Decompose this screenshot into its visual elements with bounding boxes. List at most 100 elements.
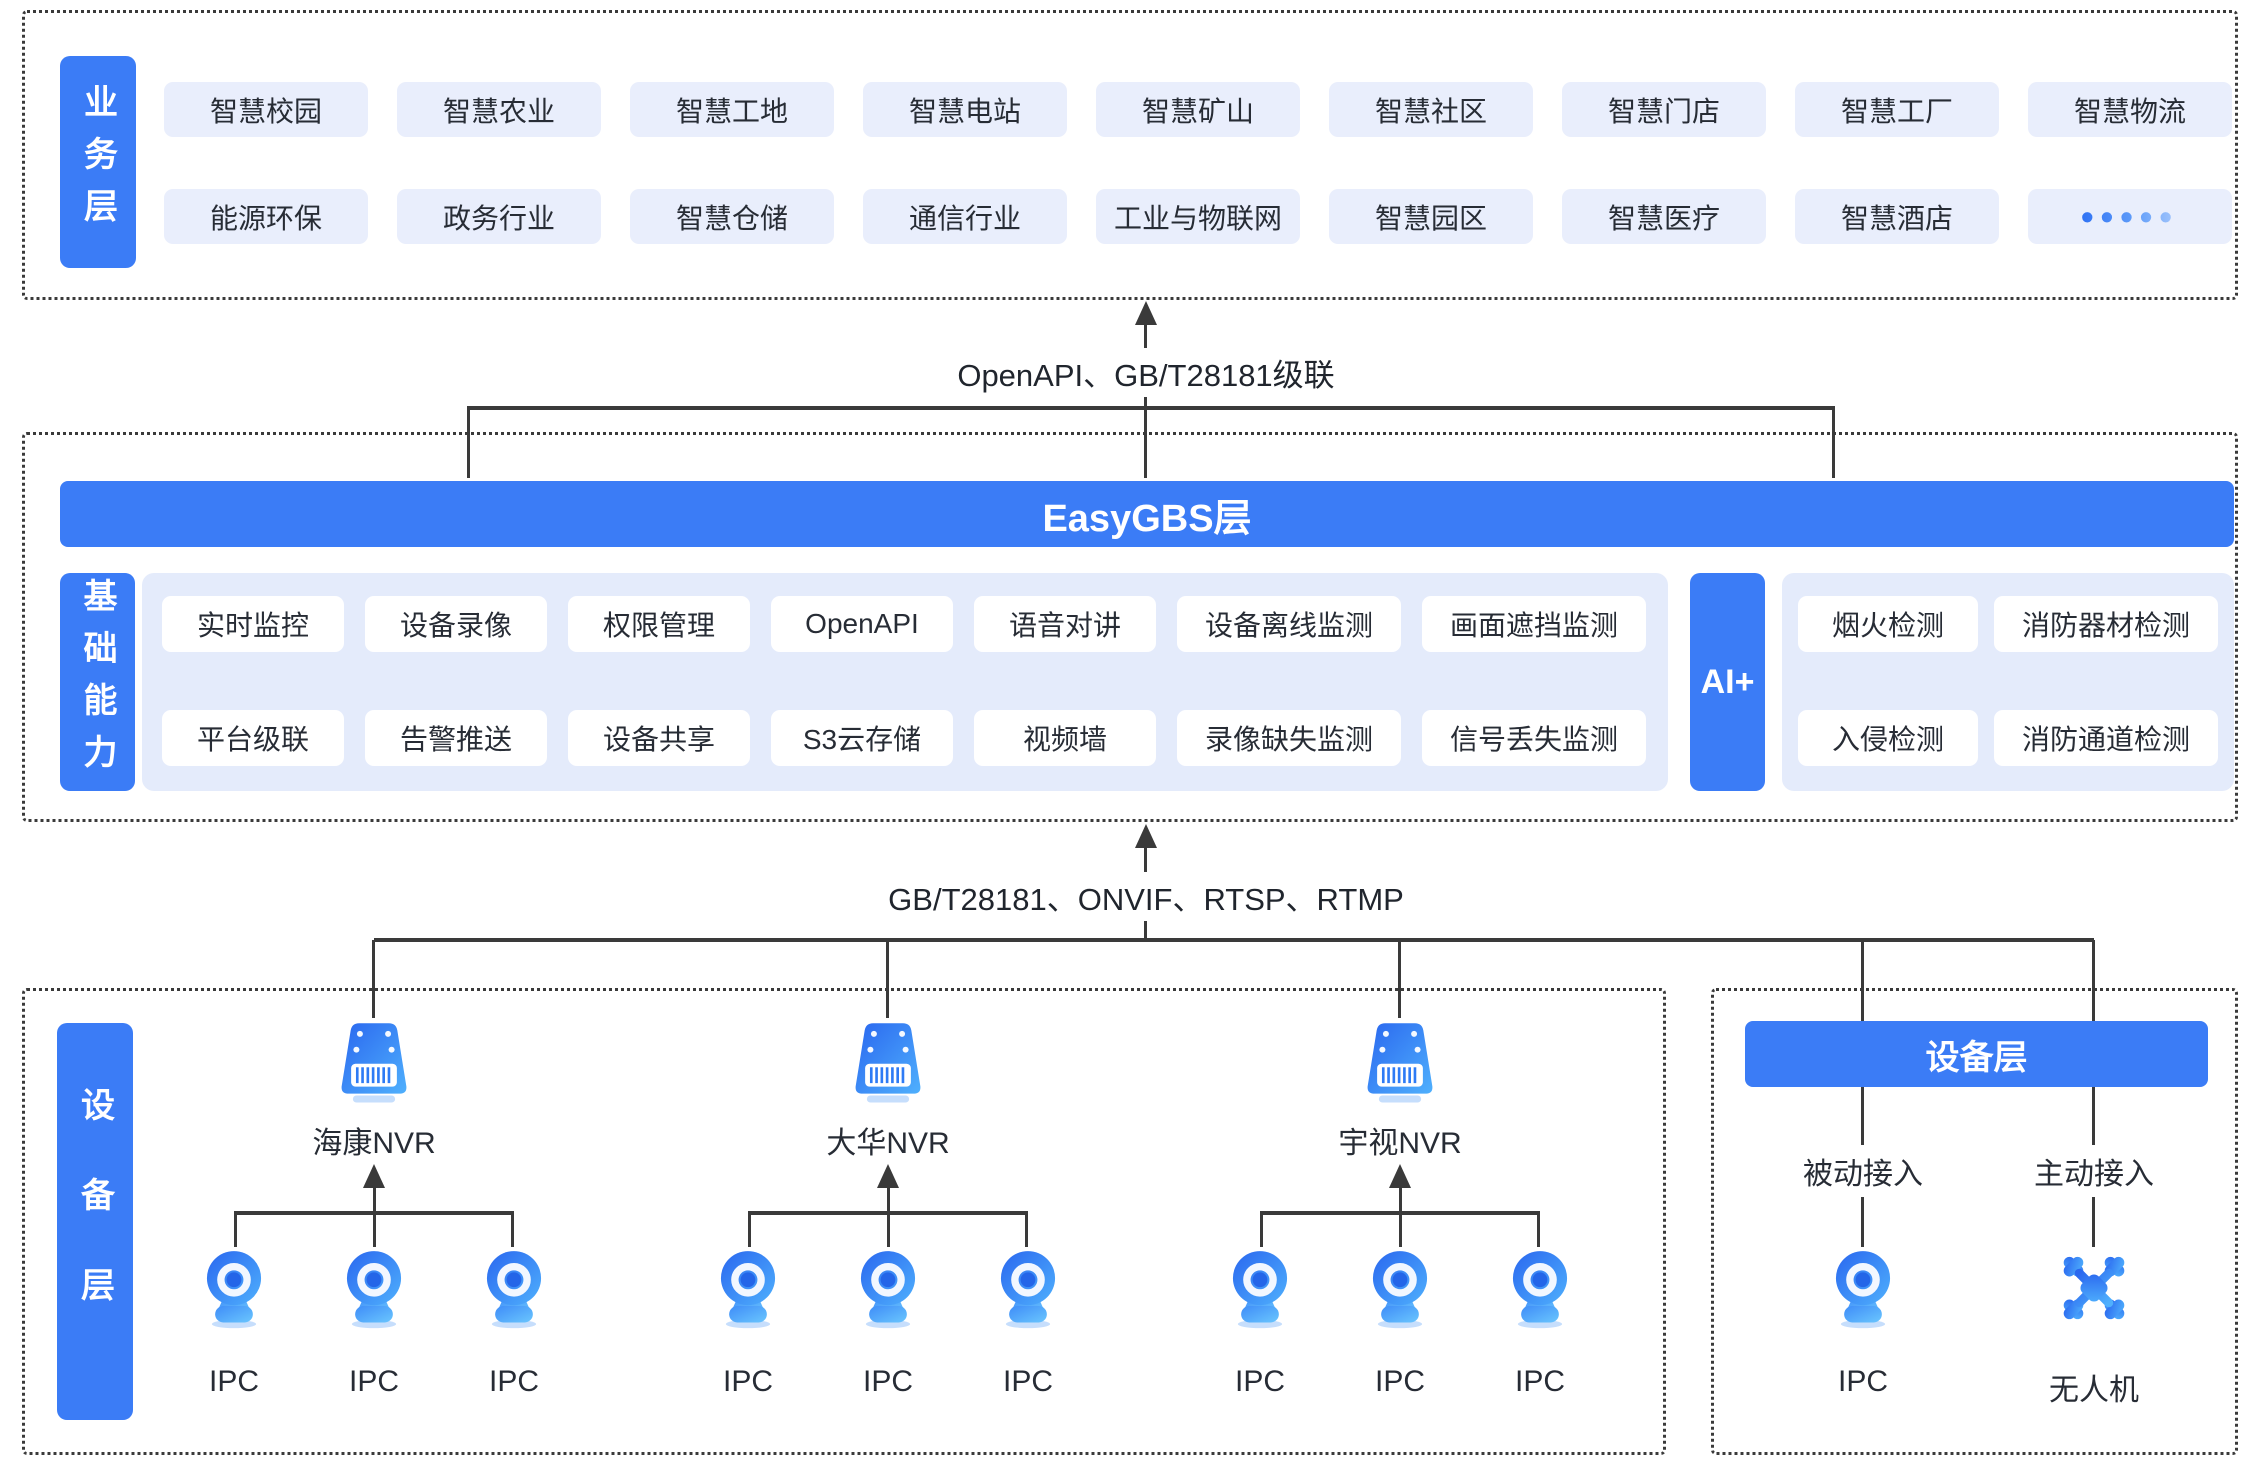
base-capability-container: 实时监控 设备录像 权限管理 OpenAPI 语音对讲 设备离线监测 画面遮挡监…	[142, 573, 1668, 791]
nvr-name: 宇视NVR	[1338, 1127, 1462, 1160]
capability-tile: 语音对讲	[974, 596, 1156, 652]
ipc-label: IPC	[1002, 1365, 1054, 1398]
link-protocol-bottom: GB/T28181、ONVIF、RTSP、RTMP	[870, 872, 1422, 921]
business-tile: 智慧园区	[1329, 189, 1533, 244]
business-layer-label: 业务层	[60, 56, 136, 268]
business-tile: 工业与物联网	[1096, 189, 1300, 244]
nvr-device-icon	[844, 1018, 932, 1106]
capability-tile: 实时监控	[162, 596, 344, 652]
nvr-center-line	[373, 1186, 376, 1247]
capability-row-1: 实时监控 设备录像 权限管理 OpenAPI 语音对讲 设备离线监测 画面遮挡监…	[162, 596, 1648, 652]
connector-line	[1144, 322, 1147, 478]
business-tile-more: •••••	[2028, 189, 2232, 244]
ipc-camera-icon	[1359, 1247, 1441, 1329]
easygbs-layer-box: EasyGBS层 基础能力 实时监控 设备录像 权限管理 OpenAPI 语音对…	[22, 432, 2238, 822]
device-layer-label: 设备层	[57, 1023, 133, 1420]
ipc-bracket	[234, 1211, 514, 1247]
ipc-camera-icon	[193, 1247, 275, 1329]
ipc-label: IPC	[722, 1365, 774, 1398]
business-tile: 智慧电站	[863, 82, 1067, 137]
ipc-camera-icon	[707, 1247, 789, 1329]
business-tile: 能源环保	[164, 189, 368, 244]
business-tile: 智慧工厂	[1795, 82, 1999, 137]
bracket-drop-right	[1832, 406, 1835, 478]
passive-access-label: 被动接入	[1793, 1145, 1933, 1197]
business-tile: 智慧酒店	[1795, 189, 1999, 244]
drop-to-nvr-1	[372, 940, 375, 1018]
ipc-label: IPC	[488, 1365, 540, 1398]
ipc-camera-icon	[473, 1247, 555, 1329]
ipc-bracket	[1260, 1211, 1540, 1247]
business-tile: 智慧校园	[164, 82, 368, 137]
nvr-center-line	[1399, 1186, 1402, 1247]
ipc-label: IPC	[208, 1365, 260, 1398]
drop-active-access	[2092, 940, 2095, 1247]
ipc-label: IPC	[862, 1365, 914, 1398]
nvr-name: 大华NVR	[826, 1127, 950, 1160]
ipc-camera-icon	[1219, 1247, 1301, 1329]
distribution-line	[374, 938, 2094, 942]
business-tile: 智慧农业	[397, 82, 601, 137]
ipc-label: IPC	[1374, 1365, 1426, 1398]
business-tile: 智慧工地	[630, 82, 834, 137]
nvr-device-icon	[330, 1018, 418, 1106]
ipc-label: IPC	[348, 1365, 400, 1398]
ipc-camera-icon	[1822, 1247, 1904, 1329]
base-capability-label: 基础能力	[60, 573, 135, 791]
drop-passive-access	[1861, 940, 1864, 1247]
ai-tile: 消防器材检测	[1994, 596, 2218, 652]
ipc-camera-icon	[1499, 1247, 1581, 1329]
business-row-2: 能源环保 政务行业 智慧仓储 通信行业 工业与物联网 智慧园区 智慧医疗 智慧酒…	[164, 189, 2232, 244]
business-tile: 政务行业	[397, 189, 601, 244]
capability-tile: 平台级联	[162, 710, 344, 766]
business-tile: 智慧仓储	[630, 189, 834, 244]
easygbs-title-bar: EasyGBS层	[60, 481, 2234, 547]
arrow-up-to-business	[1135, 301, 1157, 325]
drone-label: 无人机	[2049, 1374, 2139, 1407]
arrow-up-to-nvr	[1389, 1164, 1411, 1188]
capability-tile: 信号丢失监测	[1422, 710, 1646, 766]
capability-tile: 设备录像	[365, 596, 547, 652]
capability-tile: 设备共享	[568, 710, 750, 766]
more-dots-icon: •••••	[2080, 195, 2180, 237]
drop-to-nvr-2	[886, 940, 889, 1018]
ipc-bracket	[748, 1211, 1028, 1247]
drone-icon	[2053, 1247, 2135, 1329]
arrow-up-to-nvr	[877, 1164, 899, 1188]
arrow-up-to-easygbs	[1135, 824, 1157, 848]
ai-plus-label: AI+	[1690, 573, 1765, 791]
capability-tile: 设备离线监测	[1177, 596, 1401, 652]
ipc-label: IPC	[1514, 1365, 1566, 1398]
ipc-label: IPC	[1234, 1365, 1286, 1398]
device-layer-header: 设备层	[1745, 1021, 2208, 1087]
nvr-device-icon	[1356, 1018, 1444, 1106]
ai-tile: 烟火检测	[1798, 596, 1978, 652]
ai-row-2: 入侵检测 消防通道检测	[1798, 710, 2218, 766]
ipc-camera-icon	[847, 1247, 929, 1329]
nvr-name: 海康NVR	[312, 1127, 436, 1160]
capability-row-2: 平台级联 告警推送 设备共享 S3云存储 视频墙 录像缺失监测 信号丢失监测	[162, 710, 1648, 766]
capability-tile: 画面遮挡监测	[1422, 596, 1646, 652]
ai-capability-container: 烟火检测 消防器材检测 入侵检测 消防通道检测	[1782, 573, 2234, 791]
capability-tile: 权限管理	[568, 596, 750, 652]
capability-tile: OpenAPI	[771, 596, 953, 652]
drop-to-nvr-3	[1398, 940, 1401, 1018]
business-tile: 通信行业	[863, 189, 1067, 244]
capability-tile: S3云存储	[771, 710, 953, 766]
capability-tile: 视频墙	[974, 710, 1156, 766]
bracket-line	[467, 406, 1835, 410]
link-protocol-top: OpenAPI、GB/T28181级联	[939, 348, 1353, 397]
business-tile: 智慧医疗	[1562, 189, 1766, 244]
capability-tile: 告警推送	[365, 710, 547, 766]
business-tile: 智慧物流	[2028, 82, 2232, 137]
business-tile: 智慧矿山	[1096, 82, 1300, 137]
ai-tile: 消防通道检测	[1994, 710, 2218, 766]
bracket-drop-left	[467, 406, 470, 478]
business-tile: 智慧门店	[1562, 82, 1766, 137]
business-row-1: 智慧校园 智慧农业 智慧工地 智慧电站 智慧矿山 智慧社区 智慧门店 智慧工厂 …	[164, 82, 2232, 137]
business-tile: 智慧社区	[1329, 82, 1533, 137]
arrow-up-to-nvr	[363, 1164, 385, 1188]
active-access-label: 主动接入	[2024, 1145, 2164, 1197]
ipc-camera-icon	[333, 1247, 415, 1329]
